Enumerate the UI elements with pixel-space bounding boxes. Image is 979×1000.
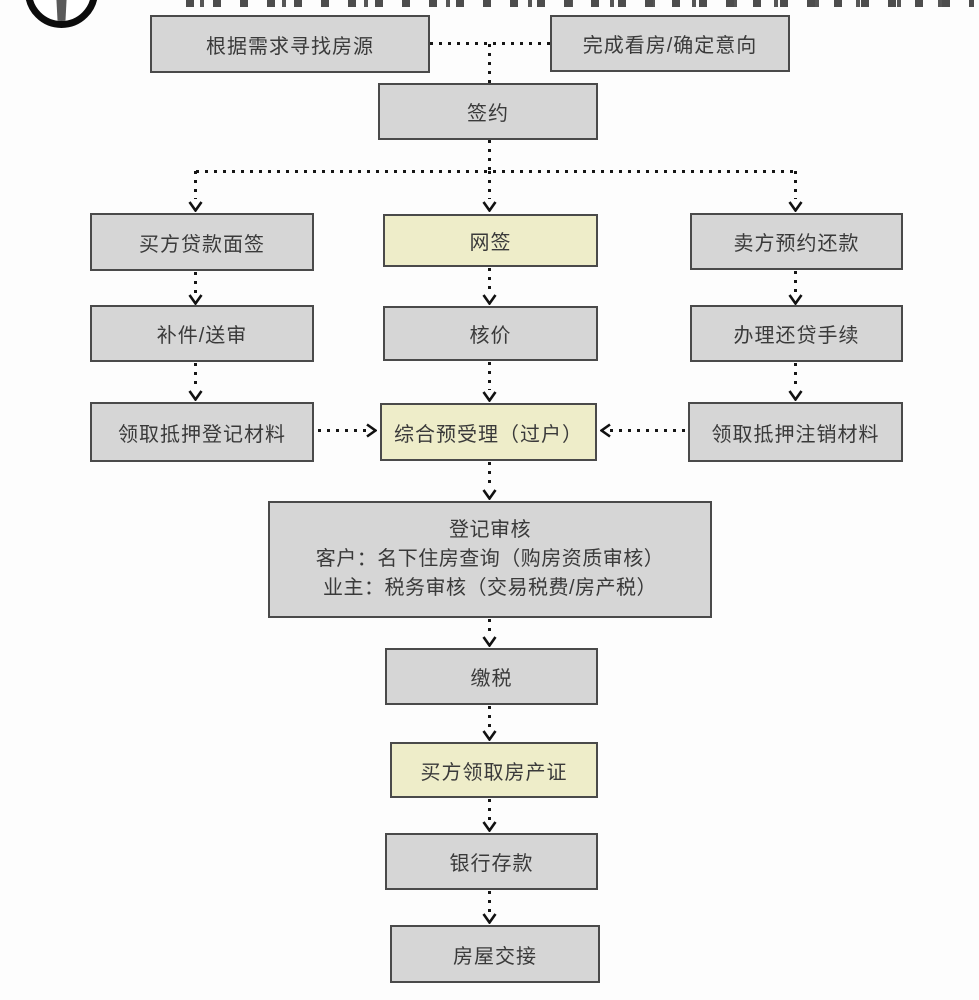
node-registration-review: 登记审核 客户：名下住房查询（购房资质审核） 业主：税务审核（交易税费/房产税） <box>268 501 712 618</box>
node-mortgage-cancellation-materials: 领取抵押注销材料 <box>688 402 903 462</box>
connector-bankdeposit-handover <box>488 891 491 913</box>
node-bank-deposit-label: 银行存款 <box>449 853 534 875</box>
connector-findhousing-viewing <box>430 42 550 45</box>
connector-registrationreview-paytax <box>488 619 491 636</box>
node-price-verification: 核价 <box>383 306 598 361</box>
partial-logo <box>25 0 98 28</box>
connector-buyerloan-supplement <box>194 272 197 293</box>
node-pay-tax: 缴税 <box>385 648 598 705</box>
node-buyer-property-certificate-label: 买方领取房产证 <box>420 761 568 784</box>
node-seller-repayment-appointment: 卖方预约还款 <box>690 213 903 270</box>
arrowhead-down-icon <box>482 636 497 647</box>
arrowhead-down-icon <box>482 913 497 924</box>
connector-branch-buyerloan <box>194 171 197 199</box>
connector-comprehensive-registrationreview <box>488 462 491 488</box>
connector-viewing-signcontract <box>488 44 491 83</box>
connector-branch-onlinesigning <box>488 171 491 199</box>
node-mortgage-registration-materials: 领取抵押登记材料 <box>90 402 314 462</box>
arrowhead-down-icon <box>482 201 497 212</box>
node-online-signing: 网签 <box>383 214 598 267</box>
logo-bar-icon <box>54 0 69 21</box>
arrowhead-down-icon <box>482 489 497 500</box>
arrowhead-down-icon <box>188 294 203 305</box>
node-mortgage-cancellation-materials-label: 领取抵押注销材料 <box>711 423 880 446</box>
connector-loanrepayment-mortgagecancellation <box>794 363 797 389</box>
connector-onlinesigning-priceverification <box>488 268 491 293</box>
node-mortgage-registration-materials-label: 领取抵押登记材料 <box>118 423 286 446</box>
arrowhead-down-icon <box>788 201 803 212</box>
node-registration-review-client-line: 客户：名下住房查询（购房资质审核） <box>315 548 665 570</box>
node-sign-contract: 签约 <box>378 83 598 140</box>
node-price-verification-label: 核价 <box>469 325 512 347</box>
arrowhead-down-icon <box>482 391 497 402</box>
arrowhead-down-icon <box>482 821 497 832</box>
node-comprehensive-preacceptance-label: 综合预受理（过户） <box>394 423 583 446</box>
arrowhead-down-icon <box>188 390 203 401</box>
node-registration-review-owner-line: 业主：税务审核（交易税费/房产税） <box>322 577 658 599</box>
node-bank-deposit: 银行存款 <box>385 833 598 890</box>
connector-certificate-bankdeposit <box>488 799 491 821</box>
connector-branch-sellerappointment <box>794 171 797 199</box>
node-complete-viewing: 完成看房/确定意向 <box>550 15 790 72</box>
connector-mortgagecancellation-comprehensive <box>610 429 688 432</box>
node-comprehensive-preacceptance: 综合预受理（过户） <box>380 403 597 461</box>
node-buyer-property-certificate: 买方领取房产证 <box>390 742 598 798</box>
arrowhead-down-icon <box>482 730 497 741</box>
node-complete-viewing-label: 完成看房/确定意向 <box>582 35 758 57</box>
node-online-signing-label: 网签 <box>469 232 512 254</box>
connector-mortgageregistration-comprehensive <box>318 429 366 432</box>
arrowhead-down-icon <box>788 390 803 401</box>
arrowhead-down-icon <box>188 201 203 212</box>
node-supplement-review-label: 补件/送审 <box>156 325 248 347</box>
node-seller-repayment-appointment-label: 卖方预约还款 <box>733 233 860 255</box>
node-sign-contract-label: 签约 <box>467 103 509 125</box>
arrowhead-down-icon <box>482 294 497 305</box>
node-find-housing: 根据需求寻找房源 <box>150 15 430 73</box>
node-registration-review-title: 登记审核 <box>449 519 531 541</box>
node-house-handover-label: 房屋交接 <box>453 945 537 968</box>
connector-signcontract-branch <box>488 140 491 171</box>
connector-supplement-mortgageregistration <box>194 363 197 389</box>
connector-branch-horizontal <box>196 170 796 173</box>
arrowhead-left-icon <box>600 423 611 438</box>
node-pay-tax-label: 缴税 <box>470 668 513 690</box>
node-house-handover: 房屋交接 <box>390 925 600 983</box>
arrowhead-down-icon <box>788 294 803 305</box>
node-buyer-loan-interview: 买方贷款面签 <box>90 213 314 271</box>
connector-paytax-certificate <box>488 706 491 730</box>
node-buyer-loan-interview-label: 买方贷款面签 <box>139 233 265 256</box>
connector-priceverification-comprehensive <box>488 362 491 390</box>
node-supplement-review: 补件/送审 <box>90 305 314 362</box>
connector-sellerappointment-loanrepayment <box>794 271 797 293</box>
node-loan-repayment-procedures: 办理还贷手续 <box>690 305 903 362</box>
arrowhead-right-icon <box>366 423 377 438</box>
node-loan-repayment-procedures-label: 办理还贷手续 <box>733 325 860 347</box>
cropped-title-fragments <box>186 0 974 7</box>
node-find-housing-label: 根据需求寻找房源 <box>206 35 374 58</box>
